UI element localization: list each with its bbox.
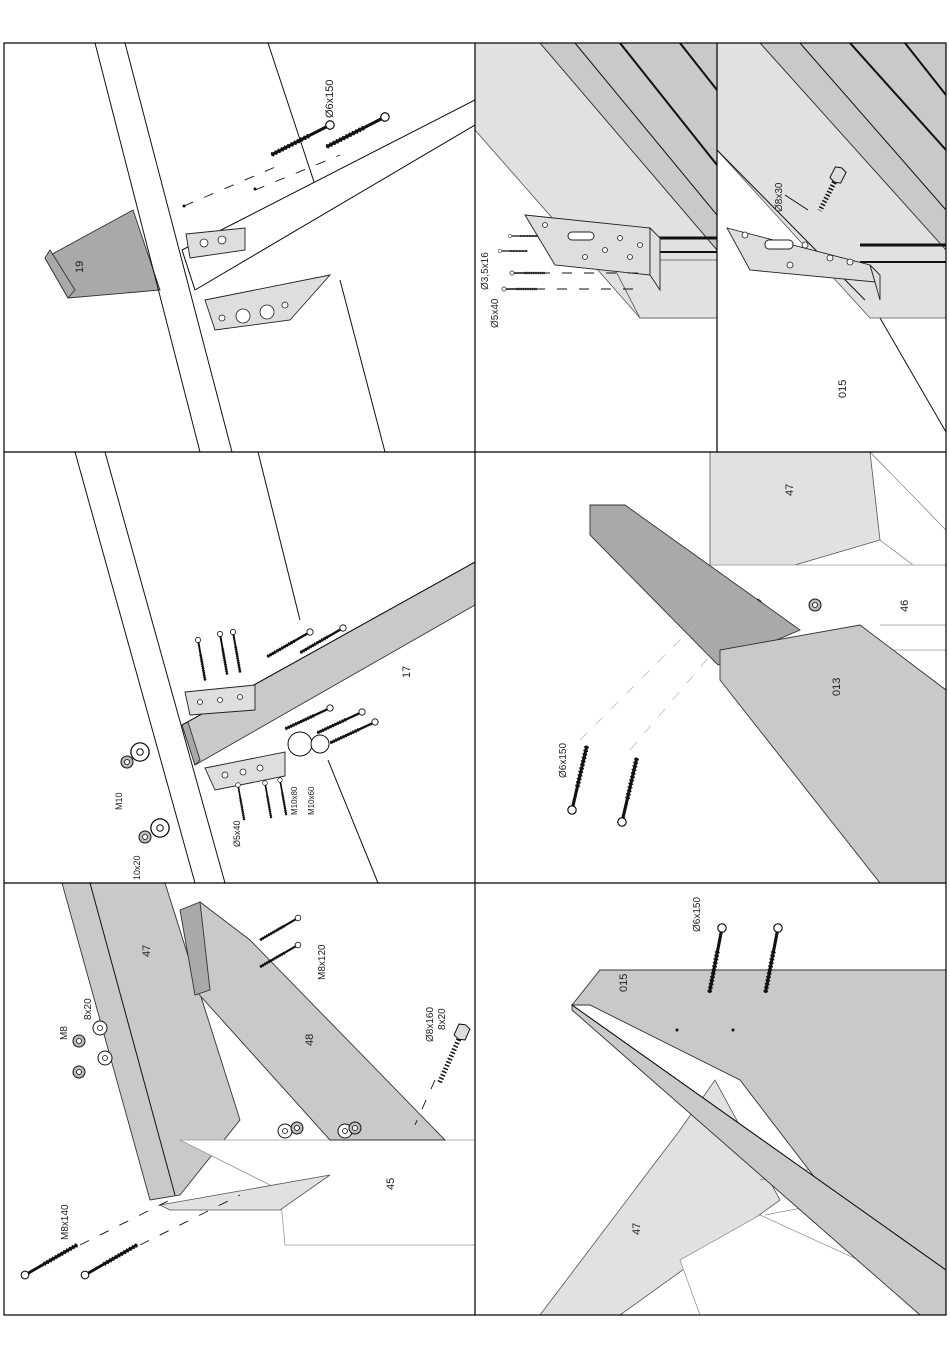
beam-47-label: 47 [141, 945, 153, 957]
panel-1: 19 Ø6x150 [45, 43, 475, 452]
beam-17-label: 17 [401, 666, 413, 678]
bolt-label: Ø8x30 [774, 182, 785, 212]
bolt-bottom-label: M8x140 [60, 1204, 71, 1240]
bolt-b-label: M10x60 [307, 786, 316, 815]
bolt-top-label: M8x120 [317, 944, 328, 980]
screw-label: Ø5x40 [490, 298, 501, 328]
screw-label: Ø6x150 [558, 743, 569, 778]
beam-48-label: 48 [304, 1034, 316, 1046]
lag-washer-label: 8x20 [437, 1008, 448, 1030]
washer-label: 8x20 [83, 998, 94, 1020]
screw-label: Ø6x150 [324, 79, 336, 118]
panel-6: 47 48 45 M8 8x20 M8x120 Ø8x160 8x20 M8x1… [20, 883, 475, 1280]
beam-015-label: 015 [618, 974, 630, 992]
lag-label: Ø8x160 [425, 1007, 436, 1042]
panel-7: 015 47 Ø6x150 [540, 897, 946, 1315]
angle-bracket-bottom [205, 275, 330, 330]
screw-label: Ø5x40 [232, 820, 242, 847]
beam-45 [180, 1140, 475, 1245]
beam-013-label: 013 [831, 678, 843, 696]
washer-label: 10x20 [132, 855, 142, 880]
bolt-a-label: M10x80 [290, 786, 299, 815]
nut-label: M10 [114, 792, 124, 810]
beam-19-label: 19 [74, 261, 86, 273]
nut-label: M8 [59, 1026, 70, 1040]
panel-3: Ø8x30 015 [717, 43, 946, 432]
panel-4: M10 10x20 Ø5x40 M10x80 M10x60 17 [75, 452, 475, 883]
beam-46-label: 46 [899, 600, 911, 612]
beam-015-label: 015 [837, 380, 849, 398]
screw-label: Ø6x150 [692, 897, 703, 932]
beam-013 [720, 625, 946, 883]
beam-47-label: 47 [784, 484, 796, 496]
small-screw-label: Ø3,5x16 [480, 252, 491, 290]
panel-5: 47 46 013 Ø6x150 [558, 452, 946, 883]
beam-45-label: 45 [385, 1178, 397, 1190]
beam-47-label: 47 [631, 1223, 643, 1235]
panel-2: Ø3,5x16 Ø5x40 [475, 43, 717, 328]
